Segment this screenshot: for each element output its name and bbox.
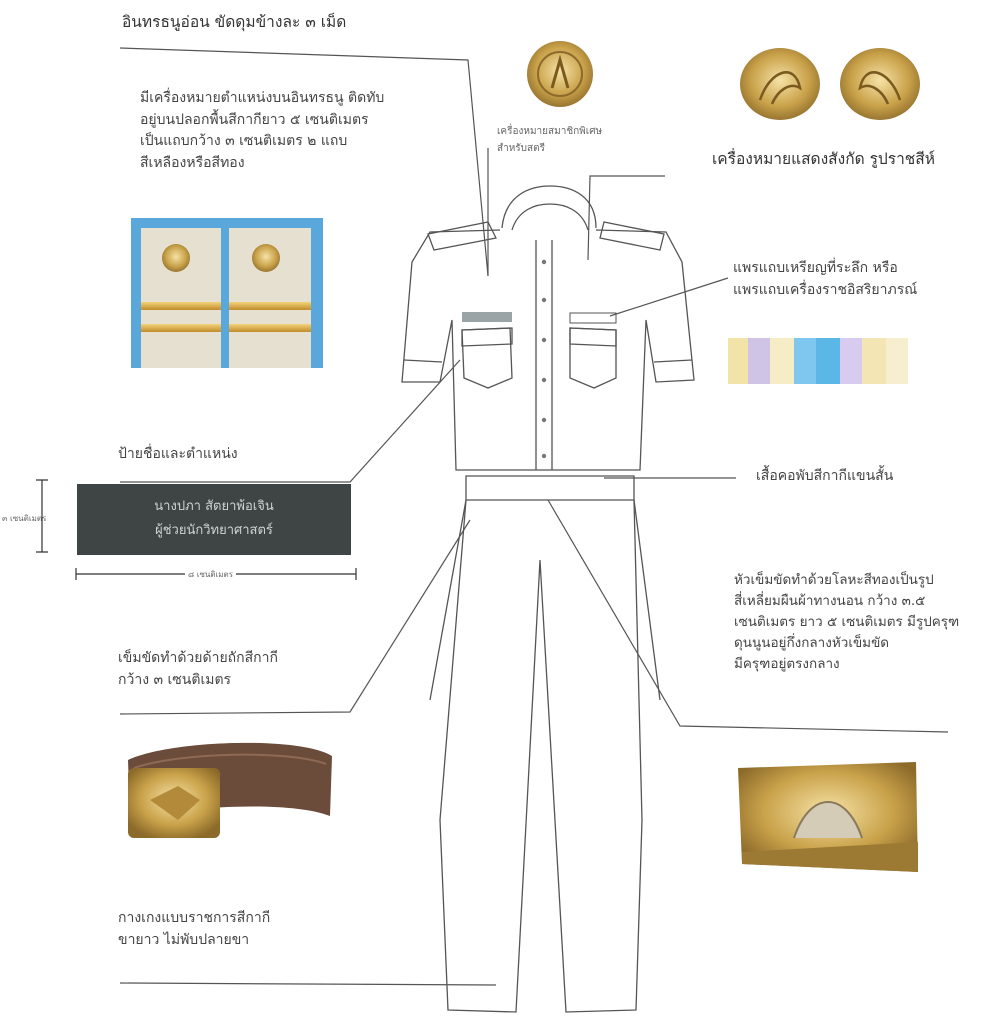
nameplate-line-1: นางปภา สัตยาพ้อเจิน xyxy=(77,495,351,519)
ribbons-label: แพรแถบเหรียญที่ระลึก หรือ แพรแถบเครื่องร… xyxy=(733,258,917,301)
buckle-photo xyxy=(738,762,918,872)
nameplate-height-label: ๓ เซนติเมตร xyxy=(2,512,46,525)
trousers-label: กางเกงแบบราชการสีกากี ขายาว ไม่พับปลายขา xyxy=(118,908,270,951)
right-epaulet xyxy=(600,222,664,250)
belt-outline xyxy=(466,476,634,500)
shirt-buttons xyxy=(542,260,546,458)
buckle-description-label: หัวเข็มขัดทำด้วยโลหะสีทองเป็นรูป สี่เหลี… xyxy=(734,570,959,675)
lion-insignia-label: เครื่องหมายแสดงสังกัด รูปราชสีห์ xyxy=(712,147,935,171)
trousers xyxy=(440,500,642,1012)
belt-photo xyxy=(128,743,332,838)
special-insignia-label: เครื่องหมายสมาชิกพิเศษ สำหรับสตรี xyxy=(497,123,602,157)
lion-insignia-photo xyxy=(740,48,920,120)
nameplate-line-2: ผู้ช่วยนักวิทยาศาสตร์ xyxy=(77,519,351,543)
shirt-body xyxy=(402,230,694,470)
left-pocket xyxy=(462,328,512,388)
buttons-label: อินทรธนูอ่อน ขัดดุมข้างละ ๓ เม็ด xyxy=(122,10,346,34)
epaulet-photo xyxy=(131,218,323,368)
nameplate-sample: นางปภา สัตยาพ้อเจิน ผู้ช่วยนักวิทยาศาสตร… xyxy=(77,484,351,555)
ribbon-bars xyxy=(728,338,908,384)
nameplate-width-label: ๘ เซนติเมตร xyxy=(185,568,236,581)
special-insignia-photo xyxy=(527,41,593,107)
belt-label: เข็มขัดทำด้วยด้ายถักสีกากี กว้าง ๓ เซนติ… xyxy=(118,648,278,691)
nameplate-title-label: ป้ายชื่อและตำแหน่ง xyxy=(118,444,238,466)
uniform-outline xyxy=(402,186,694,1012)
shirt-label: เสื้อคอพับสีกากีแขนสั้น xyxy=(756,466,893,488)
shirt-nameplate xyxy=(462,312,512,322)
right-pocket xyxy=(570,328,616,388)
shoulder-insignia-label: มีเครื่องหมายตำแหน่งบนอินทรธนู ติดทับ อย… xyxy=(140,88,384,175)
